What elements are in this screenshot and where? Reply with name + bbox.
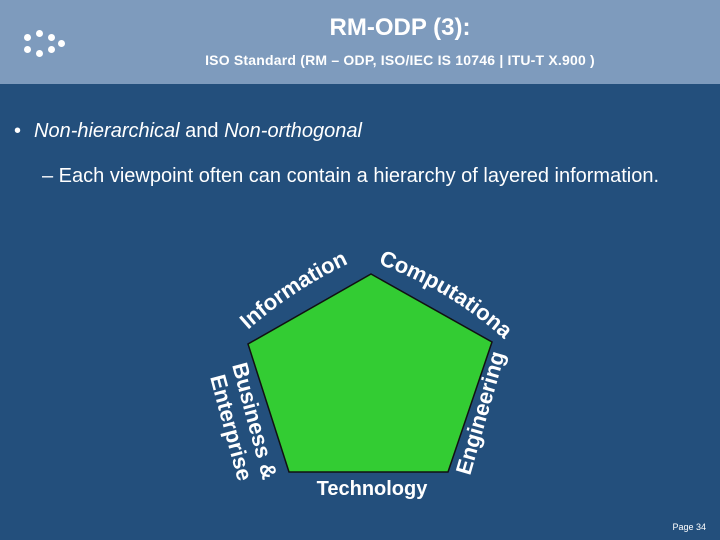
sub-bullet: – Each viewpoint often can contain a hie… bbox=[42, 165, 660, 187]
bullet-italic-text: Non-hierarchical bbox=[34, 120, 180, 142]
bullet-rest-text: Non-orthogonal bbox=[224, 120, 362, 142]
bullet-point: • Non-hierarchical and Non-orthogonal bbox=[14, 120, 362, 143]
logo-dots-icon bbox=[22, 30, 66, 60]
slide-title: RM-ODP (3): bbox=[329, 14, 471, 41]
slide-subtitle: ISO Standard (RM – ODP, ISO/IEC IS 10746… bbox=[205, 52, 595, 68]
bullet-marker: • bbox=[14, 120, 22, 142]
label-computational: Computational bbox=[0, 0, 518, 344]
bullet-and-text: and bbox=[179, 120, 225, 142]
slide-header: RM-ODP (3): ISO Standard (RM – ODP, ISO/… bbox=[0, 0, 720, 84]
pentagon-shape bbox=[247, 273, 493, 473]
page-number: Page 34 bbox=[672, 522, 706, 532]
label-technology: Technology bbox=[317, 478, 429, 500]
